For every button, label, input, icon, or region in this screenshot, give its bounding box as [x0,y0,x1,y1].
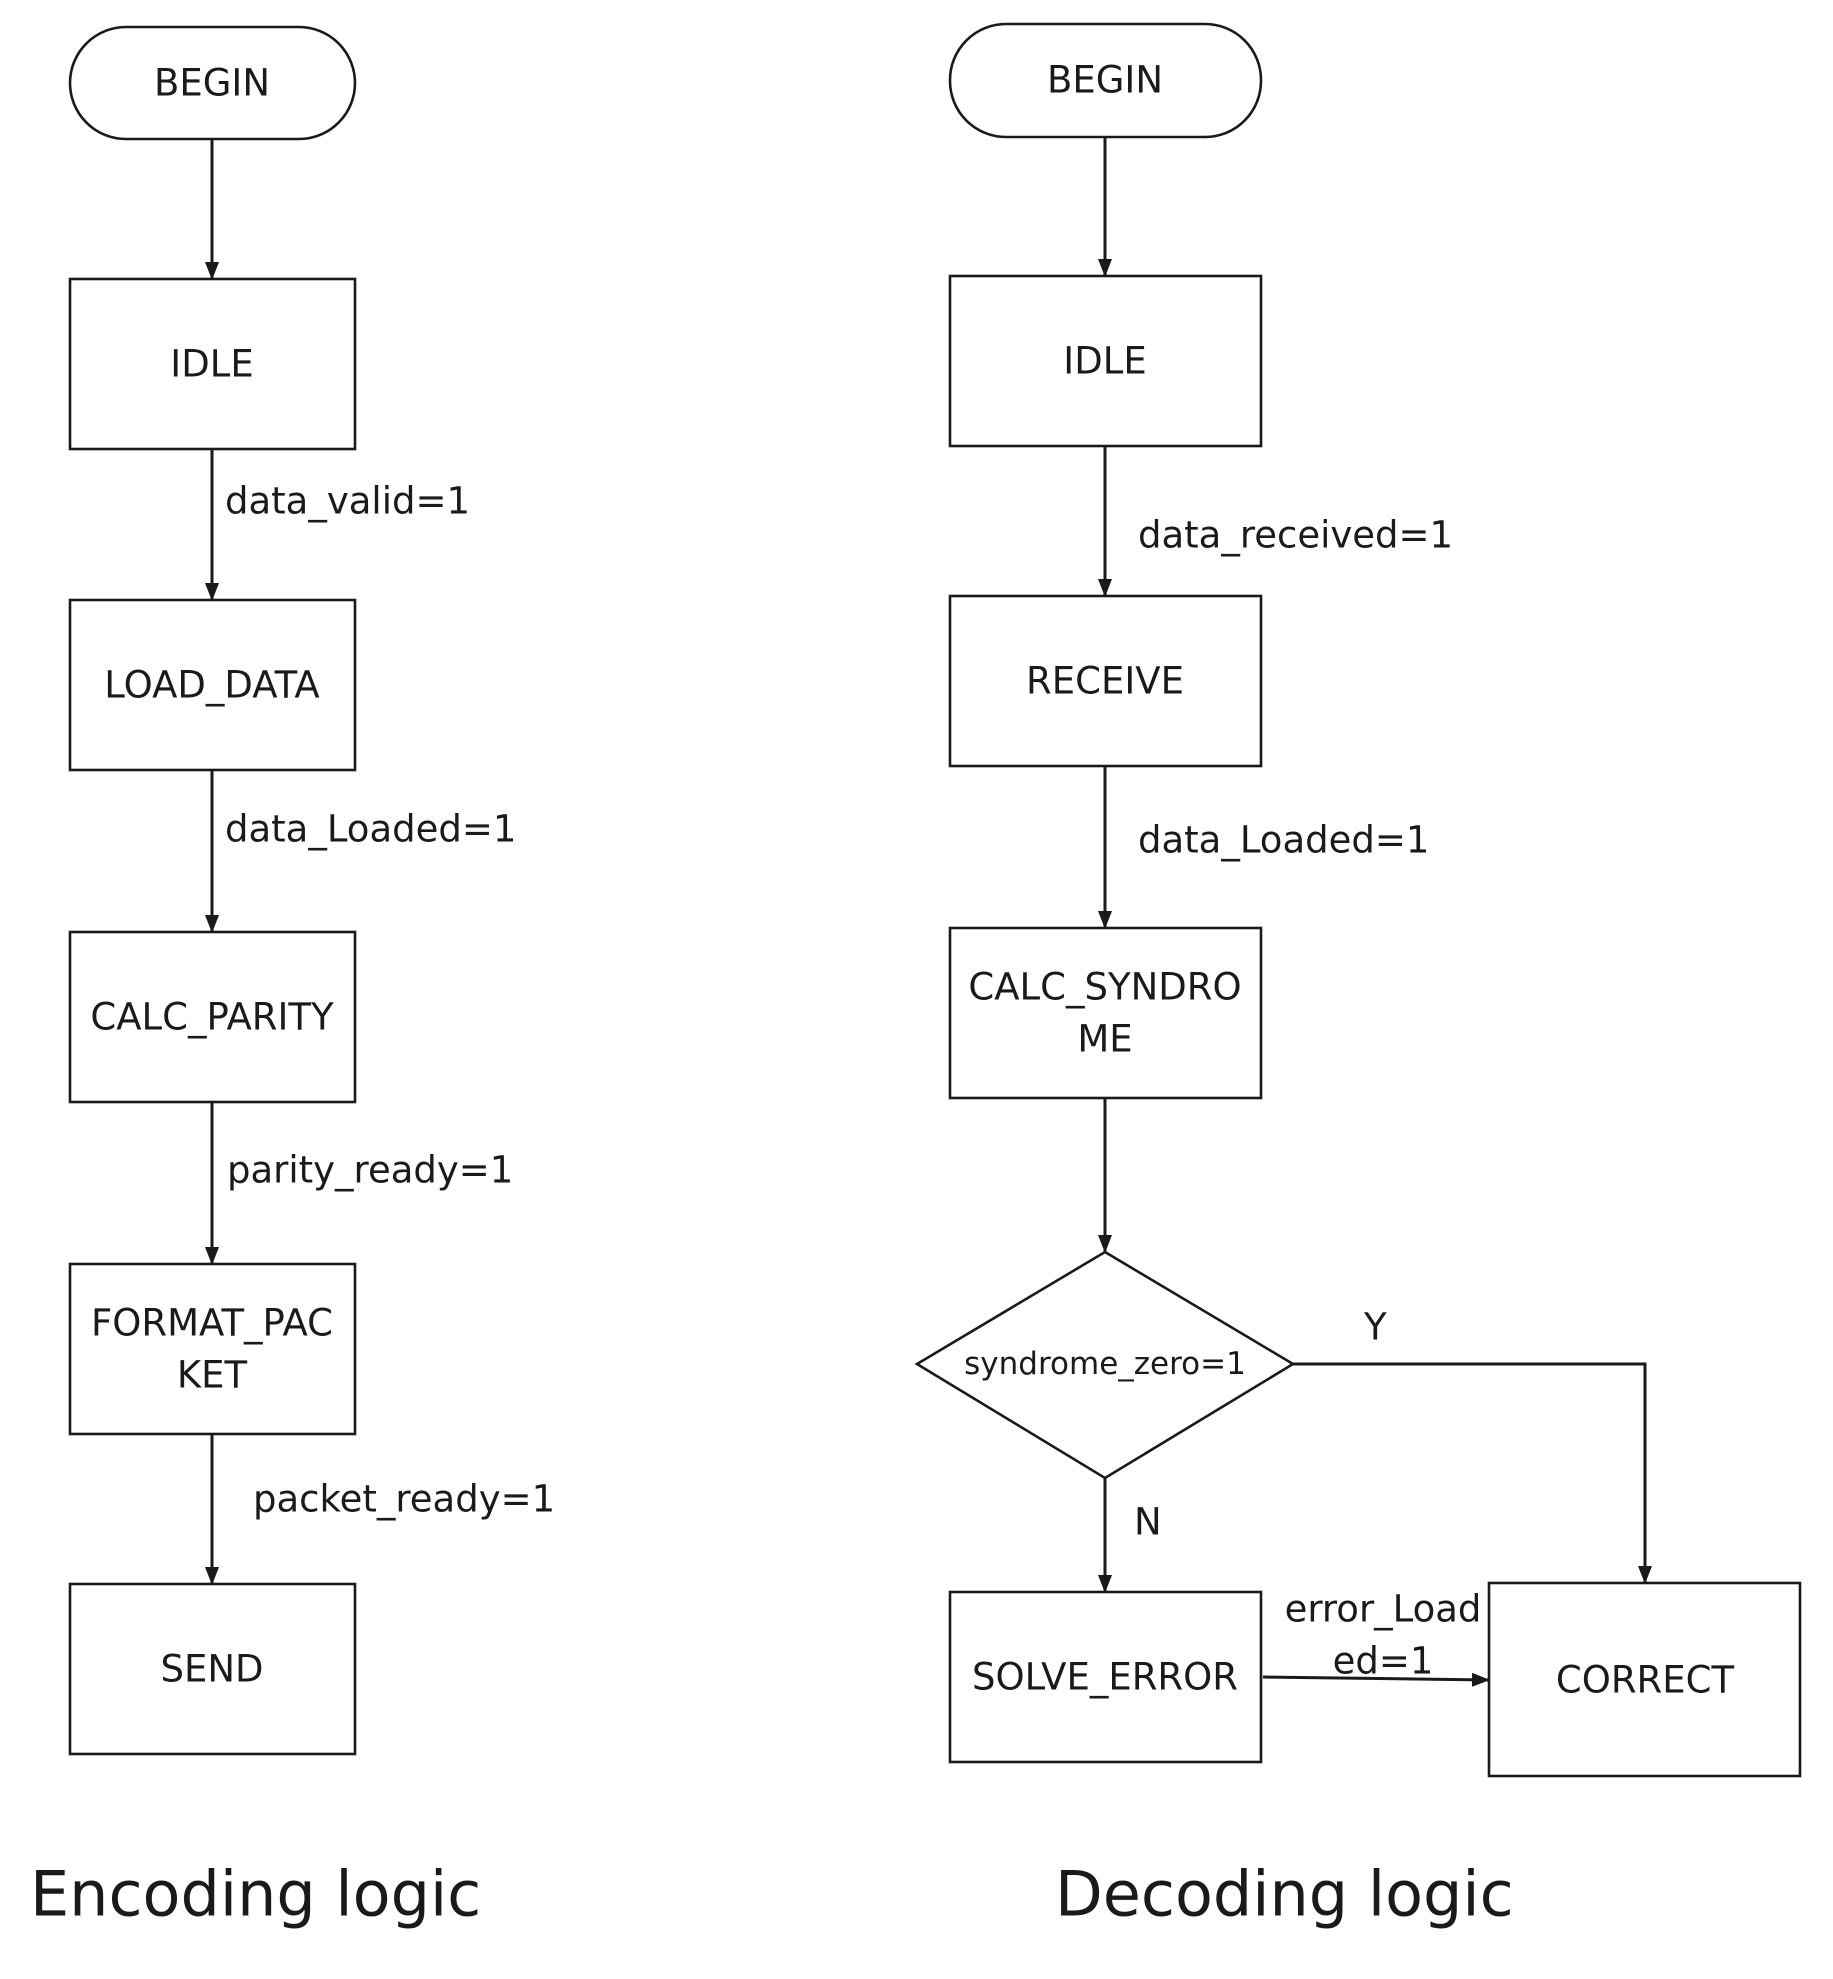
encoding-node-format-packet: FORMAT_PAC KET [68,1262,357,1436]
edge-label-decoding-data-loaded: data_Loaded=1 [1138,819,1429,862]
node-label-calc-syndrome-line1: CALC_SYNDRO [968,966,1241,1009]
decoding-caption: Decoding logic [1055,1858,1514,1931]
node-label-format-packet-line2: KET [177,1354,248,1397]
edge-label-parity-ready: parity_ready=1 [227,1149,513,1192]
node-label-begin: BEGIN [154,62,270,105]
node-label-load-data: LOAD_DATA [104,664,319,707]
node-label-format-packet-line1: FORMAT_PAC [91,1302,333,1345]
encoding-node-begin: BEGIN [68,25,357,141]
node-label-calc-parity: CALC_PARITY [90,996,334,1039]
edge-label-error-loaded-line1: error_Load [1285,1588,1482,1631]
edge-label-packet-ready: packet_ready=1 [253,1478,555,1521]
decoding-edge-decision-yes [1293,1362,1652,1584]
node-label-correct: CORRECT [1556,1659,1735,1702]
decoding-flowchart: data_received=1 data_Loaded=1 Y N error_… [914,22,1802,1931]
edge-label-yes: Y [1363,1306,1387,1349]
decoding-node-receive: RECEIVE [948,594,1263,768]
node-label-syndrome-zero: syndrome_zero=1 [964,1346,1246,1382]
decoding-node-idle: IDLE [948,274,1263,448]
node-label-send: SEND [160,1648,263,1691]
decoding-edge-solve-correct [1262,1672,1490,1687]
encoding-node-calc-parity: CALC_PARITY [68,930,357,1104]
encoding-node-load-data: LOAD_DATA [68,598,357,772]
edge-label-error-loaded-line2: ed=1 [1333,1640,1434,1683]
decoding-node-calc-syndrome: CALC_SYNDRO ME [948,926,1263,1100]
edge-label-no: N [1134,1501,1162,1544]
decoding-node-solve-error: SOLVE_ERROR [948,1590,1263,1764]
node-label-decoding-idle: IDLE [1063,340,1146,383]
node-label-decoding-begin: BEGIN [1047,59,1163,102]
decoding-node-begin: BEGIN [948,22,1263,139]
decoding-node-syndrome-zero-decision: syndrome_zero=1 [914,1250,1296,1480]
node-label-idle: IDLE [170,343,253,386]
node-label-solve-error: SOLVE_ERROR [972,1656,1238,1699]
edge-label-data-loaded: data_Loaded=1 [225,808,516,851]
edge-label-data-valid: data_valid=1 [225,480,470,523]
node-label-calc-syndrome-line2: ME [1077,1018,1132,1061]
edge-label-data-received: data_received=1 [1138,514,1453,557]
encoding-flowchart: data_valid=1 data_Loaded=1 parity_ready=… [30,25,555,1931]
encoding-node-send: SEND [68,1582,357,1756]
encoding-node-idle: IDLE [68,277,357,451]
decoding-node-correct: CORRECT [1487,1581,1802,1778]
node-label-receive: RECEIVE [1026,660,1184,703]
encoding-caption: Encoding logic [30,1858,481,1931]
